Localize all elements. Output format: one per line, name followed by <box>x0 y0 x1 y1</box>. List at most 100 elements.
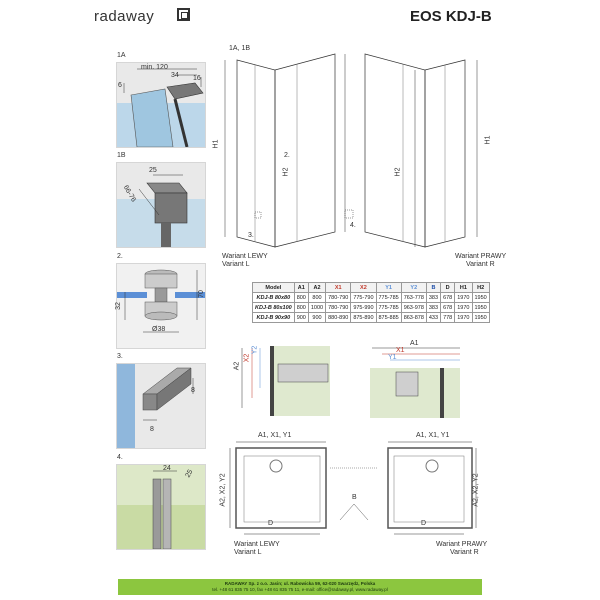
h1-right-label: H1 <box>484 135 492 145</box>
col-h1: H1 <box>454 282 473 293</box>
plan-variant-left-en-label: Variant L <box>234 549 262 556</box>
plan-right-side-label: A2, X2, Y2 <box>472 473 480 507</box>
table-cell: 800 <box>293 292 309 303</box>
section-y1-label: Y1 <box>388 354 397 361</box>
table-cell: 780-790 <box>325 302 352 313</box>
variant-right-label: Wariant PRAWY <box>455 253 507 260</box>
detail-1a-dim-6: 6 <box>118 82 122 89</box>
dimensions-table: Model A1 A2 X1 X2 Y1 Y2 B D H1 H2 KDJ-B … <box>252 282 490 323</box>
table-cell: 1950 <box>471 292 490 303</box>
detail-1a-drawing <box>117 68 205 147</box>
detail-1a-dim-min: min. 120 <box>141 64 168 71</box>
table-cell: 800 <box>293 302 309 313</box>
detail-2-dim-70: 70 <box>197 290 205 298</box>
table-cell: 775-785 <box>375 292 402 303</box>
detail-1a-label: 1A <box>117 52 126 59</box>
table-cell: 880-890 <box>325 312 352 323</box>
detail-1a-dim-16: 16 <box>193 75 201 82</box>
col-a2: A2 <box>307 282 327 293</box>
table-cell: 875-890 <box>350 312 377 323</box>
detail-4-label: 4. <box>117 454 123 461</box>
variant-left-en-label: Variant L <box>222 261 250 268</box>
table-cell: 1950 <box>471 312 490 323</box>
plan-right-top-label: A1, X1, Y1 <box>416 432 450 439</box>
brand-logo-mark <box>177 8 190 21</box>
detail-3-panel <box>116 363 206 449</box>
h2-left-label: H2 <box>282 167 290 177</box>
detail-4-drawing <box>117 470 205 549</box>
section-a2-label: A2 <box>233 361 241 371</box>
detail-1b-drawing <box>117 174 205 247</box>
detail-1b-label: 1B <box>117 152 126 159</box>
plan-left-side-label: A2, X2, Y2 <box>219 473 227 507</box>
table-cell: KDJ-B 80x100 <box>252 302 295 313</box>
col-y1: Y1 <box>375 282 402 293</box>
table-cell: 900 <box>293 312 309 323</box>
col-a1: A1 <box>293 282 309 293</box>
table-cell: 780-790 <box>325 292 352 303</box>
callout-1a-1b: 1A, 1B <box>229 45 251 52</box>
table-cell: KDJ-B 90x90 <box>252 312 295 323</box>
table-cell: 1000 <box>307 302 327 313</box>
detail-4-panel <box>116 464 206 550</box>
plan-b-label: B <box>352 494 357 501</box>
table-cell: 963-978 <box>400 302 427 313</box>
mark-2: 2. <box>284 152 290 159</box>
table-cell: 1970 <box>454 302 473 313</box>
brand-logo: radaway <box>94 8 155 25</box>
table-cell: 775-790 <box>350 292 377 303</box>
product-title: EOS KDJ-B <box>410 8 492 25</box>
detail-2-dim-32: 32 <box>114 302 122 310</box>
footer-company-line: RADAWAY Sp. z o.o. Jasin; ul. Rabowicka … <box>224 581 376 586</box>
section-x1-label: X1 <box>396 347 405 354</box>
detail-2-label: 2. <box>117 253 123 260</box>
table-row: KDJ-B 80x100 800 1000 780-790 975-990 77… <box>252 302 490 313</box>
table-cell: 863-878 <box>400 312 427 323</box>
detail-4-dim-24: 24 <box>163 465 171 472</box>
detail-1b-dim-25: 25 <box>149 167 157 174</box>
detail-1a-dim-34: 34 <box>171 72 179 79</box>
table-cell: 1970 <box>454 312 473 323</box>
col-h2: H2 <box>471 282 490 293</box>
col-model: Model <box>252 282 295 293</box>
table-cell: KDJ-B 80x80 <box>252 292 295 303</box>
detail-3-dim-height: 8 <box>191 387 195 394</box>
table-cell: 775-785 <box>375 302 402 313</box>
table-cell: 778 <box>440 312 456 323</box>
table-cell: 900 <box>307 312 327 323</box>
col-y2: Y2 <box>400 282 427 293</box>
detail-3-label: 3. <box>117 353 123 360</box>
table-cell: 763-778 <box>400 292 427 303</box>
table-row: KDJ-B 80x80 800 800 780-790 775-790 775-… <box>252 292 490 303</box>
table-cell: 383 <box>425 292 442 303</box>
detail-1b-panel <box>116 162 206 248</box>
table-cell: 383 <box>425 302 442 313</box>
detail-2-panel <box>116 263 206 349</box>
detail-3-drawing <box>117 364 194 448</box>
plan-right-d-label: D <box>421 520 427 527</box>
table-cell: 800 <box>307 292 327 303</box>
table-cell: 433 <box>425 312 442 323</box>
detail-2-dim-38: Ø38 <box>152 326 166 333</box>
table-cell: 678 <box>440 292 456 303</box>
section-y2-label: Y2 <box>251 345 259 355</box>
section-x2-label: X2 <box>243 353 251 363</box>
section-left-drawing <box>230 338 340 418</box>
plan-left-top-label: A1, X1, Y1 <box>258 432 292 439</box>
mark-4: 4. <box>350 222 356 229</box>
plan-variant-right-label: Wariant PRAWY <box>436 541 488 548</box>
detail-1a-panel <box>116 62 206 148</box>
table-cell: 875-885 <box>375 312 402 323</box>
detail-3-dim-width: 8 <box>150 426 154 433</box>
col-x1: X1 <box>325 282 352 293</box>
col-b: B <box>425 282 442 293</box>
h1-left-label: H1 <box>212 139 220 149</box>
variant-right-en-label: Variant R <box>466 261 495 268</box>
table-row: KDJ-B 90x90 900 900 880-890 875-890 875-… <box>252 312 490 323</box>
section-a1-label: A1 <box>410 340 419 347</box>
variant-left-label: Wariant LEWY <box>222 253 268 260</box>
table-cell: 678 <box>440 302 456 313</box>
col-d: D <box>440 282 456 293</box>
plan-left-d-label: D <box>268 520 274 527</box>
elevation-drawing <box>224 53 478 248</box>
